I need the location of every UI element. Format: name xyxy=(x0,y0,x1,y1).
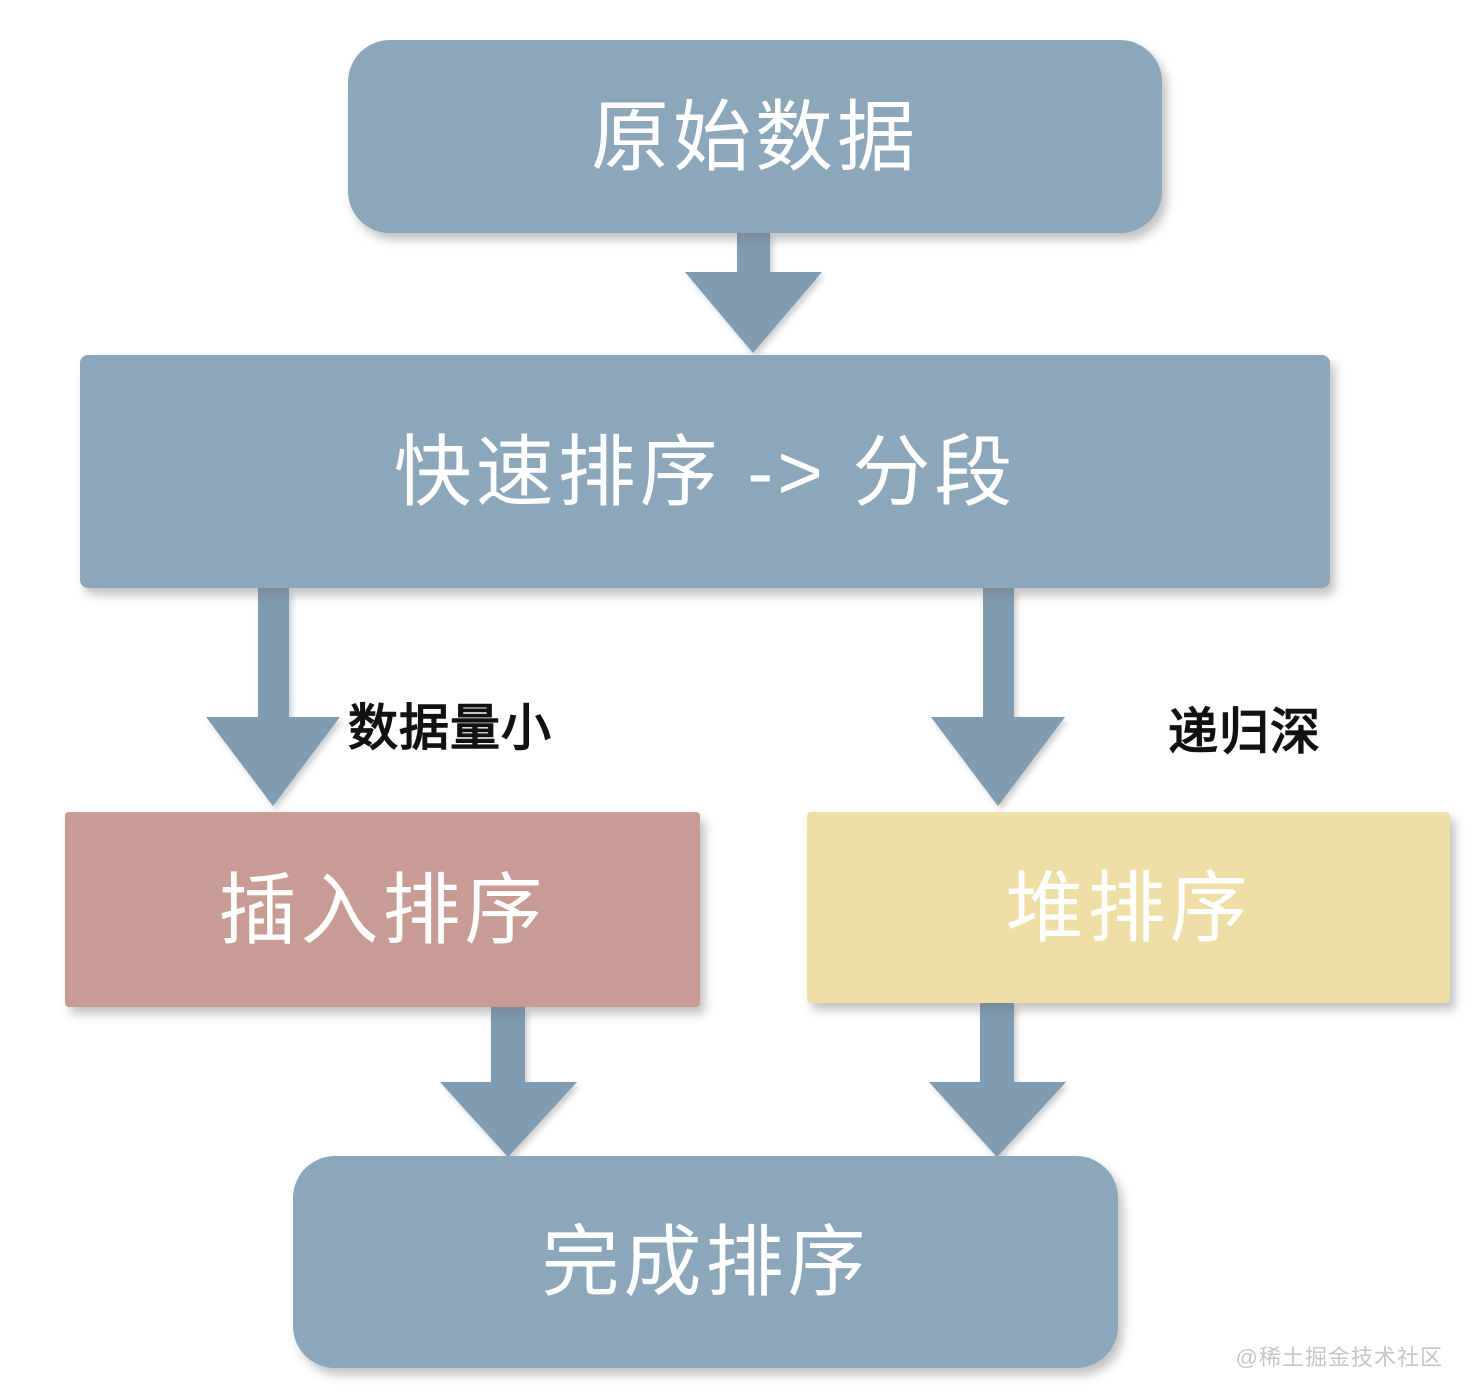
node-quick-sort-segment-label: 快速排序 -> 分段 xyxy=(393,427,1017,516)
node-original-data: 原始数据 xyxy=(348,40,1162,233)
node-quick-sort-segment: 快速排序 -> 分段 xyxy=(80,355,1330,588)
node-sort-complete-label: 完成排序 xyxy=(541,1218,870,1306)
node-insertion-sort-label: 插入排序 xyxy=(218,865,547,954)
edge-label-deep-recursion: 递归深 xyxy=(1168,704,1321,760)
node-heap-sort-label: 堆排序 xyxy=(1005,863,1252,952)
edge-label-small-data: 数据量小 xyxy=(348,700,552,756)
arrow-insertion-to-done xyxy=(440,1007,577,1157)
arrow-quicksort-to-insertion xyxy=(206,588,340,806)
node-heap-sort: 堆排序 xyxy=(807,812,1450,1003)
arrow-quicksort-to-heapsort xyxy=(931,588,1065,806)
node-original-data-label: 原始数据 xyxy=(590,92,919,181)
node-insertion-sort: 插入排序 xyxy=(65,812,700,1007)
watermark-juejin-community: @稀土掘金技术社区 xyxy=(1235,1345,1443,1370)
arrow-source-to-quicksort xyxy=(685,233,822,353)
arrow-heapsort-to-done xyxy=(929,1003,1066,1157)
node-sort-complete: 完成排序 xyxy=(293,1156,1118,1368)
